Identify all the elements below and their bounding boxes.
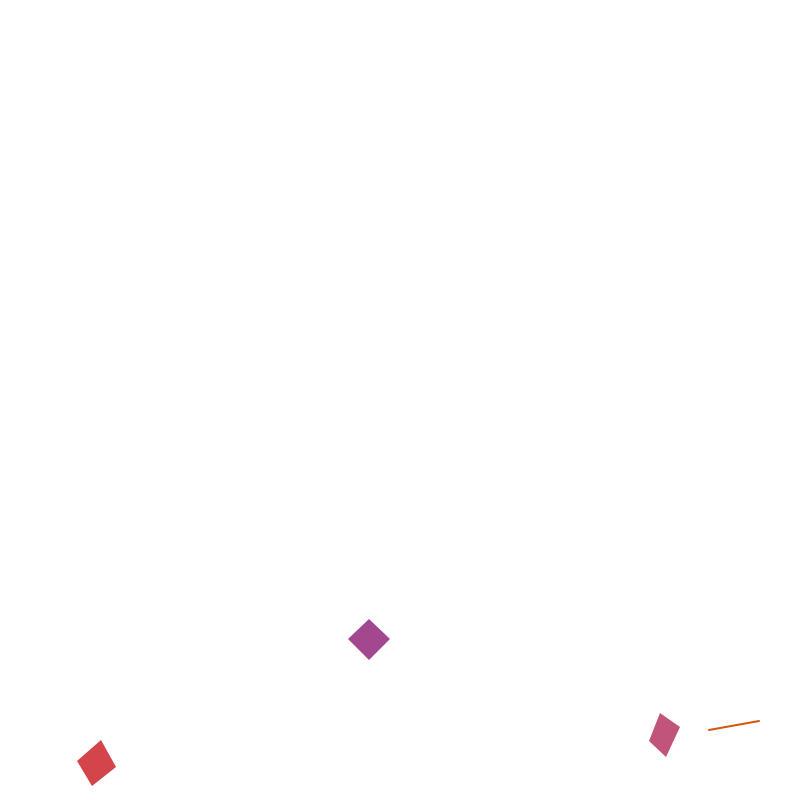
confetti-streak-orange: [708, 720, 760, 731]
confetti-diamond-red: [77, 740, 116, 786]
confetti-diamond-pink: [649, 713, 680, 757]
confetti-diamond-purple: [348, 619, 390, 660]
